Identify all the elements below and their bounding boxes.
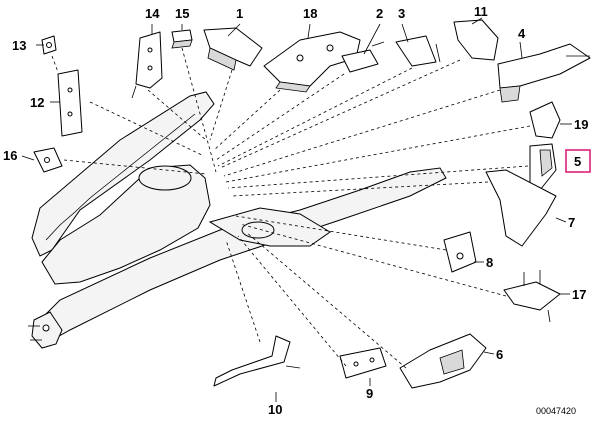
part-18-bracket-assembly <box>263 31 361 93</box>
part-12-vertical-bracket <box>57 69 83 137</box>
callout-8: 8 <box>486 255 493 270</box>
callout-1: 1 <box>236 6 243 21</box>
part-1-support-plate <box>203 27 263 71</box>
callout-12: 12 <box>30 95 44 110</box>
part-16-block-bracket <box>33 147 63 173</box>
callout-16: 16 <box>3 148 17 163</box>
front-frame-rail-drawing <box>28 91 447 349</box>
part-7-long-brace <box>485 169 557 247</box>
callout-11: 11 <box>474 4 488 19</box>
callout-7: 7 <box>568 215 575 230</box>
drawing-code: 00047420 <box>536 406 576 416</box>
part-3-stud-bracket <box>395 35 441 67</box>
callout-6: 6 <box>496 347 503 362</box>
callout-5-highlight-box <box>565 149 591 173</box>
part-9-hole-bracket <box>339 347 387 379</box>
callout-5: 5 <box>574 154 581 169</box>
callout-18: 18 <box>303 6 317 21</box>
callout-19: 19 <box>574 117 588 132</box>
part-15-angle-bracket <box>171 29 193 49</box>
callout-2: 2 <box>376 6 383 21</box>
part-13-clip <box>41 35 57 55</box>
callout-17: 17 <box>572 287 586 302</box>
part-2-bolt-plate <box>341 41 385 73</box>
part-8-small-mount <box>443 231 477 273</box>
callout-13: 13 <box>12 38 26 53</box>
callout-3: 3 <box>398 6 405 21</box>
callout-labels: 13 14 15 1 18 2 3 11 4 12 19 16 5 7 8 17… <box>3 4 591 417</box>
leader-lines <box>21 17 572 402</box>
part-5-gusset <box>529 143 557 191</box>
part-4-support-arm <box>497 43 591 103</box>
callout-15: 15 <box>175 6 189 21</box>
part-10-strap <box>213 335 301 387</box>
part-17-stud-base-plate <box>503 270 561 323</box>
part-19-small-bracket <box>529 101 561 139</box>
callout-9: 9 <box>366 386 373 401</box>
part-6-brace-plate <box>399 333 487 389</box>
callout-14: 14 <box>145 6 160 21</box>
part-14-bracket <box>131 31 163 99</box>
callout-10: 10 <box>268 402 282 417</box>
part-11-mounting-bracket <box>453 19 499 61</box>
callout-4: 4 <box>518 26 526 41</box>
